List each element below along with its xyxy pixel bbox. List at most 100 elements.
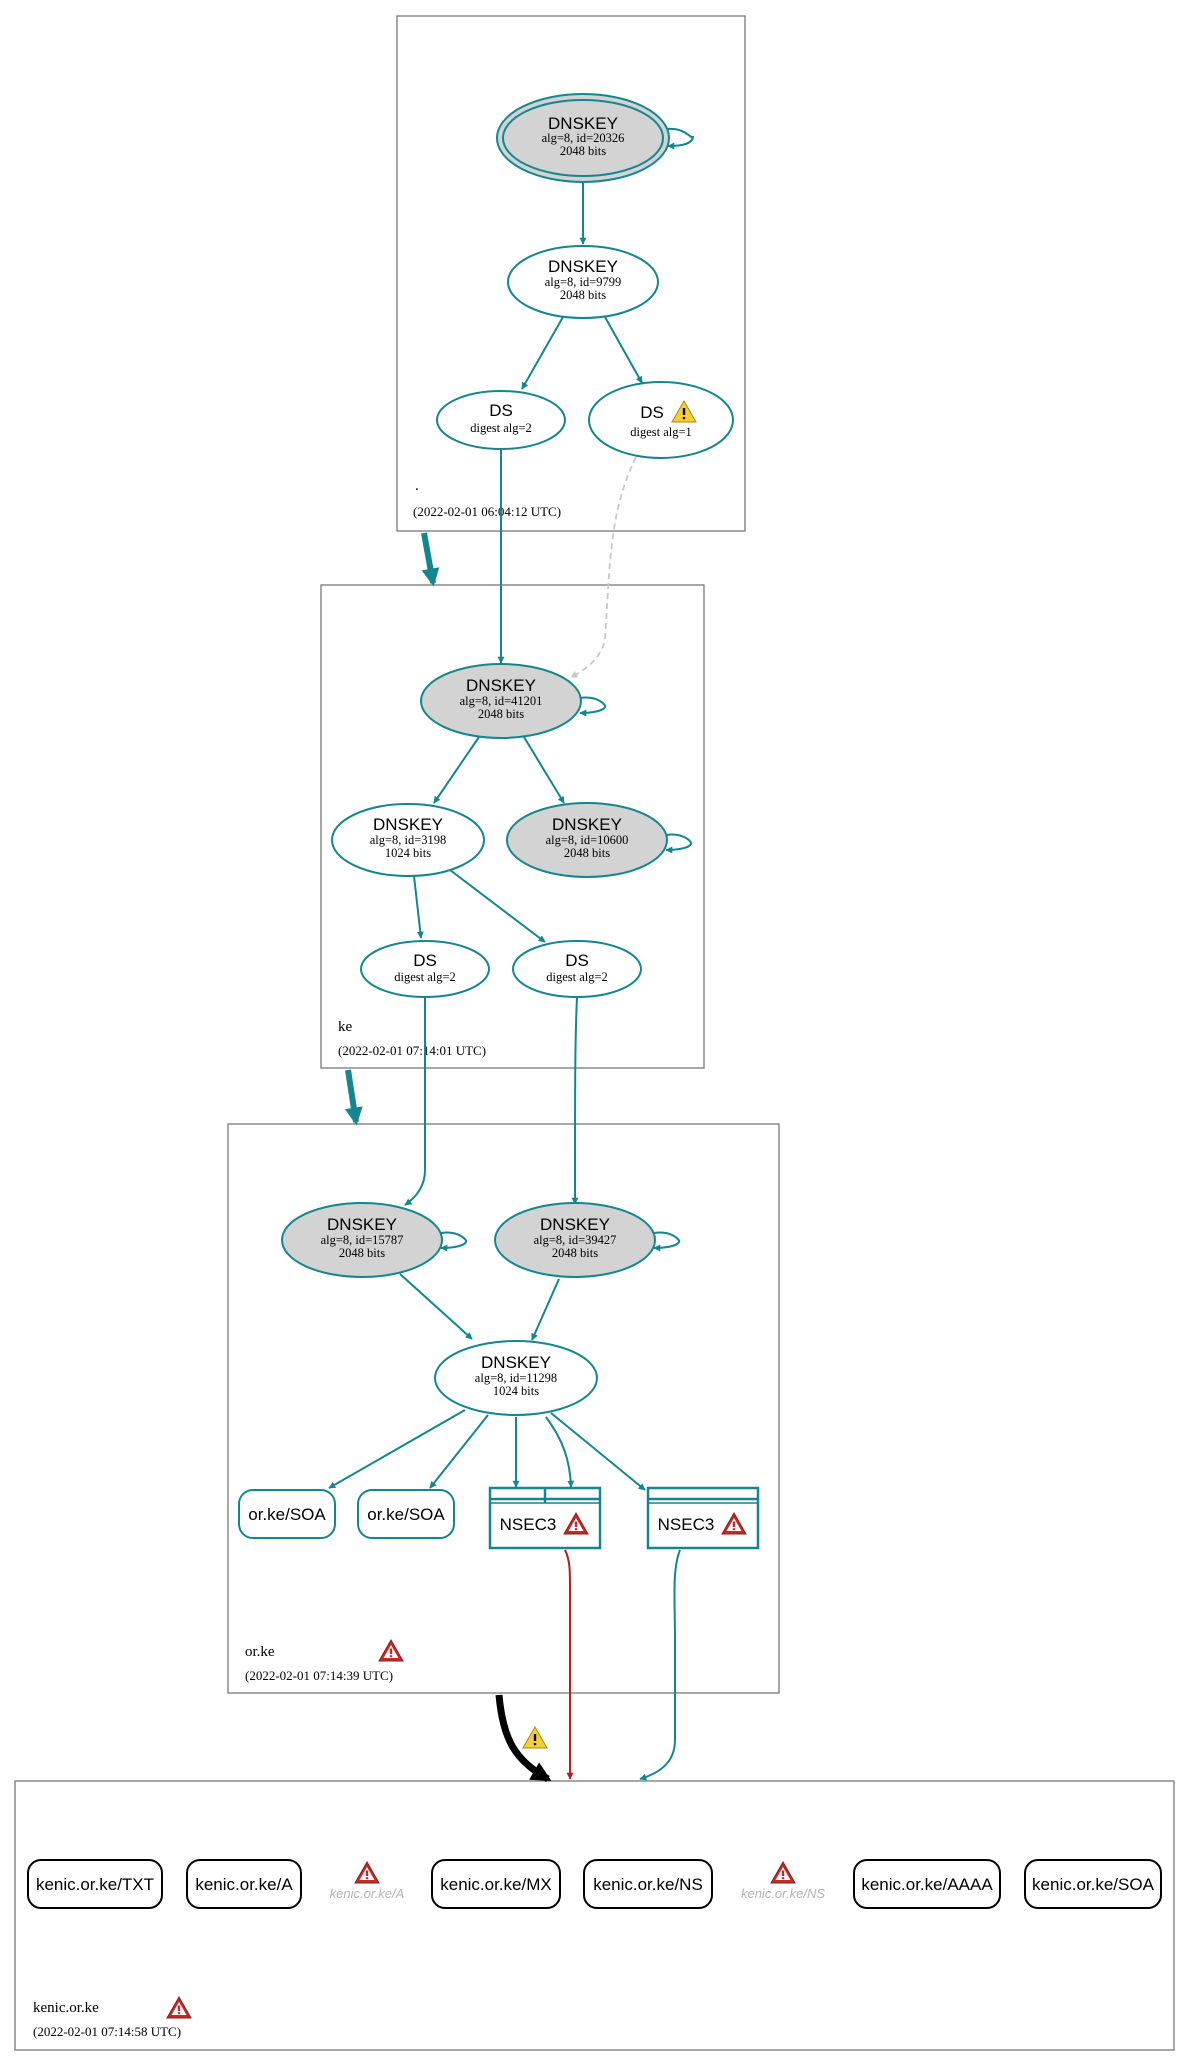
root-dnskey-ksk[interactable]: DNSKEY alg=8, id=20326 2048 bits [496, 93, 670, 183]
delegation-arrow-ke-orke [344, 1069, 363, 1126]
error-icon [721, 1511, 747, 1535]
rr-label: kenic.or.ke/TXT [36, 1875, 154, 1894]
node-key-bits: 2048 bits [478, 707, 524, 721]
zone-kenic-name: kenic.or.ke [33, 2000, 99, 2016]
rr-label: or.ke/SOA [367, 1505, 445, 1524]
node-key-info: alg=8, id=9799 [545, 275, 622, 289]
error-icon [378, 1638, 404, 1662]
zone-root-name: . [415, 478, 419, 494]
edge-orke-zsk-nsec3-b [550, 1412, 646, 1491]
node-key-bits: 2048 bits [560, 144, 606, 158]
node-title: DNSKEY [466, 676, 536, 695]
node-key-bits: 2048 bits [564, 846, 610, 860]
zone-orke-time: (2022-02-01 07:14:39 UTC) [245, 1668, 393, 1683]
edge-orke-ksk2-zsk [531, 1278, 560, 1341]
edge-root-zsk-ds1 [604, 316, 643, 384]
orke-nsec3-a[interactable]: NSEC3 [488, 1486, 602, 1550]
record-ns-missing[interactable]: kenic.or.ke/NS [741, 1860, 825, 1901]
warning-icon [671, 399, 697, 423]
ke-dnskey-zsk[interactable]: DNSKEY alg=8, id=3198 1024 bits [331, 803, 485, 877]
edge-orke-zsk-soa1 [328, 1409, 466, 1489]
ghost-rr-label: kenic.or.ke/NS [741, 1886, 825, 1901]
rr-label: kenic.or.ke/MX [440, 1875, 552, 1894]
delegation-arrow-orke-kenic [495, 1694, 552, 1783]
rr-label: kenic.or.ke/SOA [1032, 1875, 1155, 1894]
zone-ke-name: ke [338, 1019, 353, 1035]
error-icon [770, 1860, 796, 1884]
edge-orke-zsk-nsec3-a-right [545, 1416, 575, 1488]
orke-dnskey-ksk1[interactable]: DNSKEY alg=8, id=15787 2048 bits [281, 1202, 443, 1278]
node-title: DS [640, 403, 664, 422]
node-title: DS [489, 401, 513, 420]
edge-ke-ksk-self [579, 696, 607, 717]
record-soa[interactable]: kenic.or.ke/SOA [1024, 1859, 1162, 1909]
edge-ke-ksk2-self [665, 833, 693, 854]
node-title: DS [413, 951, 437, 970]
orke-nsec3-b[interactable]: NSEC3 [646, 1486, 760, 1550]
node-key-bits: 1024 bits [493, 1384, 539, 1398]
root-ds-digest1[interactable]: DS digest alg=1 [588, 381, 734, 459]
orke-dnskey-ksk2[interactable]: DNSKEY alg=8, id=39427 2048 bits [494, 1202, 656, 1278]
warning-icon [522, 1725, 548, 1749]
ke-ds-a[interactable]: DS digest alg=2 [360, 940, 490, 998]
ke-ds-b[interactable]: DS digest alg=2 [512, 940, 642, 998]
edge-orke-ksk1-self [440, 1231, 468, 1252]
edge-ke-zsk-ds-b [449, 869, 546, 943]
record-txt[interactable]: kenic.or.ke/TXT [27, 1859, 163, 1909]
node-key-bits: 2048 bits [552, 1246, 598, 1260]
rr-label: kenic.or.ke/AAAA [861, 1875, 993, 1894]
orke-soa-1[interactable]: or.ke/SOA [238, 1489, 336, 1539]
error-icon [166, 1995, 192, 2019]
node-key-info: alg=8, id=11298 [475, 1371, 557, 1385]
edge-ke-ksk-zsk [433, 736, 480, 804]
edge-ke-ds-b-orke-ksk2 [571, 996, 579, 1205]
record-a[interactable]: kenic.or.ke/A [186, 1859, 302, 1909]
delegation-arrow-root-ke [421, 532, 440, 587]
edge-root-ksk-self [667, 127, 694, 150]
edge-ke-ds-a-orke-ksk1 [404, 997, 426, 1206]
rr-label: kenic.or.ke/A [195, 1875, 293, 1894]
node-digest-info: digest alg=1 [630, 425, 692, 439]
node-digest-info: digest alg=2 [546, 970, 608, 984]
record-aaaa[interactable]: kenic.or.ke/AAAA [853, 1859, 1001, 1909]
zone-orke-name: or.ke [245, 1644, 275, 1660]
node-key-info: alg=8, id=3198 [370, 833, 447, 847]
node-digest-info: digest alg=2 [394, 970, 456, 984]
record-mx[interactable]: kenic.or.ke/MX [431, 1859, 561, 1909]
edge-orke-ksk1-zsk [399, 1273, 473, 1340]
node-title: DNSKEY [373, 815, 443, 834]
node-key-bits: 1024 bits [385, 846, 431, 860]
error-icon [563, 1511, 589, 1535]
orke-dnskey-zsk[interactable]: DNSKEY alg=8, id=11298 1024 bits [434, 1340, 598, 1416]
node-title: DNSKEY [327, 1215, 397, 1234]
root-ds-digest2[interactable]: DS digest alg=2 [436, 390, 566, 450]
node-key-info: alg=8, id=20326 [542, 131, 625, 145]
node-key-info: alg=8, id=15787 [321, 1233, 404, 1247]
node-key-info: alg=8, id=10600 [546, 833, 629, 847]
edge-nsec3-a-kenic [564, 1549, 574, 1780]
rr-label: or.ke/SOA [248, 1505, 326, 1524]
node-title: DNSKEY [552, 815, 622, 834]
root-dnskey-zsk[interactable]: DNSKEY alg=8, id=9799 2048 bits [507, 245, 659, 319]
ke-dnskey-ksk2[interactable]: DNSKEY alg=8, id=10600 2048 bits [506, 802, 668, 878]
edge-orke-ksk2-self [653, 1231, 681, 1252]
edge-orke-zsk-soa2 [429, 1414, 489, 1489]
ke-dnskey-ksk[interactable]: DNSKEY alg=8, id=41201 2048 bits [420, 663, 582, 739]
orke-soa-2[interactable]: or.ke/SOA [357, 1489, 455, 1539]
edge-ke-zsk-ds-a [413, 875, 424, 939]
rr-label: NSEC3 [658, 1515, 715, 1534]
edge-nsec3-b-kenic [639, 1549, 681, 1781]
node-key-bits: 2048 bits [560, 288, 606, 302]
record-ns[interactable]: kenic.or.ke/NS [583, 1859, 713, 1909]
edge-root-ds1-ke-ksk-dashed [570, 456, 637, 678]
zone-kenic: kenic.or.ke (2022-02-01 07:14:58 UTC) [14, 1780, 1175, 2051]
node-title: DNSKEY [481, 1353, 551, 1372]
node-key-bits: 2048 bits [339, 1246, 385, 1260]
node-title: DNSKEY [548, 257, 618, 276]
zone-kenic-time: (2022-02-01 07:14:58 UTC) [33, 2024, 181, 2039]
error-icon [354, 1860, 380, 1884]
node-digest-info: digest alg=2 [470, 421, 532, 435]
node-title: DNSKEY [540, 1215, 610, 1234]
record-a-missing[interactable]: kenic.or.ke/A [330, 1860, 405, 1901]
